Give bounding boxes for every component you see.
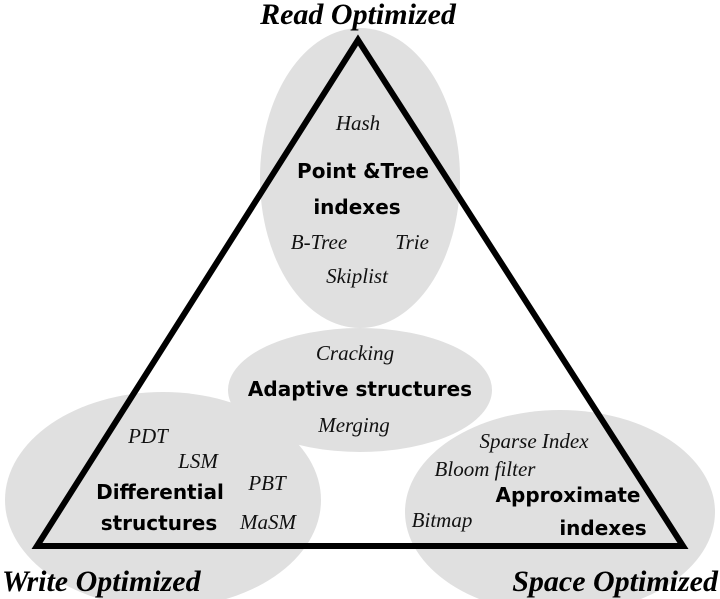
category-indexes-space: indexes — [559, 516, 646, 540]
rum-triangle — [31, 34, 689, 549]
corner-label-write: Write Optimized — [2, 565, 202, 598]
example-sparse-index: Sparse Index — [479, 429, 589, 453]
example-pdt: PDT — [127, 424, 169, 448]
adaptive-region — [228, 328, 492, 452]
example-bloom-filter: Bloom filter — [435, 457, 537, 481]
example-masm: MaSM — [239, 510, 297, 534]
category-point-tree: Point &Tree — [297, 159, 429, 183]
example-skiplist: Skiplist — [326, 264, 389, 288]
example-bitmap: Bitmap — [412, 508, 473, 532]
category-indexes-read: indexes — [313, 195, 400, 219]
category-differential: Differential — [96, 480, 224, 504]
read-optimized-region — [260, 28, 460, 328]
space-optimized-region — [405, 410, 715, 599]
example-lsm: LSM — [177, 449, 219, 473]
example-cracking: Cracking — [316, 341, 394, 365]
example-b-tree: B-Tree — [291, 230, 347, 254]
corner-label-space: Space Optimized — [512, 565, 719, 598]
example-trie: Trie — [395, 230, 429, 254]
example-hash: Hash — [335, 111, 380, 135]
category-approximate: Approximate — [496, 483, 641, 507]
example-pbt: PBT — [247, 471, 287, 495]
category-structures-write: structures — [101, 511, 218, 535]
category-adaptive: Adaptive structures — [248, 377, 472, 401]
corner-label-read: Read Optimized — [259, 0, 457, 31]
example-merging: Merging — [317, 413, 390, 437]
